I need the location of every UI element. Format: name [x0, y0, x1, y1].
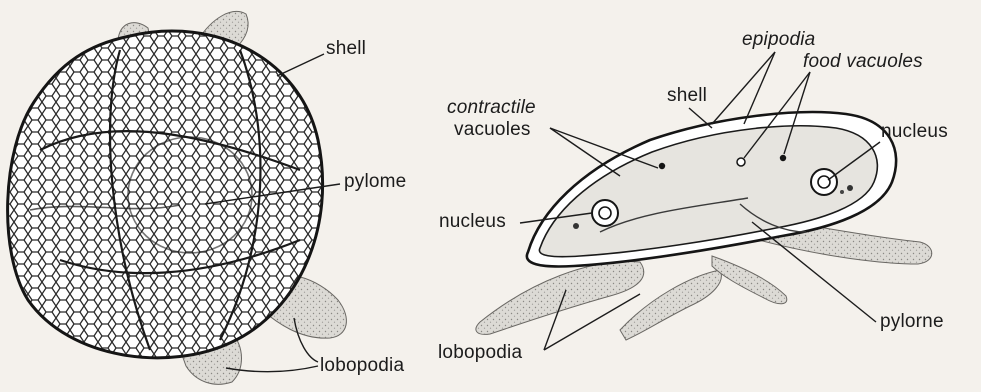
- label-nucleus-left: nucleus: [439, 212, 506, 232]
- label-epipodia: epipodia: [742, 30, 815, 50]
- label-nucleus-right: nucleus: [881, 122, 948, 142]
- label-pylome: pylome: [344, 172, 406, 192]
- label-shell-left: shell: [326, 39, 366, 59]
- label-contractile-line2: vacuoles: [454, 120, 531, 140]
- label-lobopodia-left: lobopodia: [320, 356, 404, 376]
- label-pylorne: pylorne: [880, 312, 944, 332]
- left-shell: [8, 31, 323, 358]
- label-food-vacuoles: food vacuoles: [803, 52, 923, 72]
- label-shell-right: shell: [667, 86, 707, 106]
- label-contractile-line1: contractile: [447, 98, 536, 118]
- label-lobopodia-right: lobopodia: [438, 343, 522, 363]
